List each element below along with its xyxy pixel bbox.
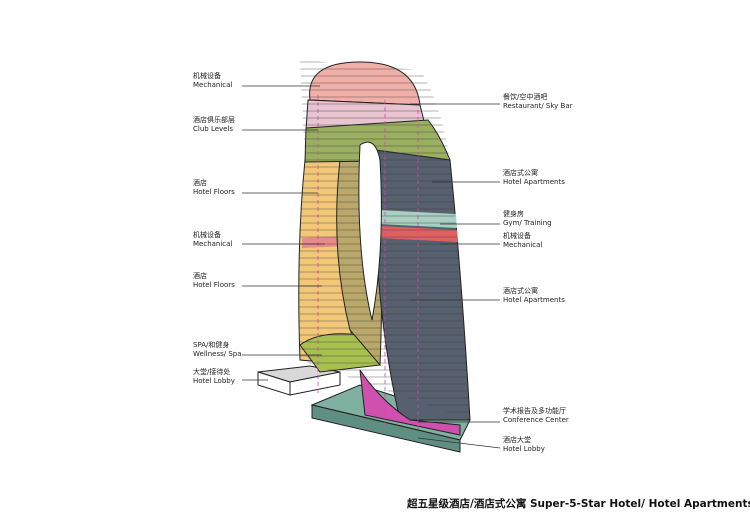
label-cn: 机械设备	[193, 72, 221, 80]
diagram-title: 超五星级酒店/酒店式公寓 Super-5-Star Hotel/ Hotel A…	[407, 498, 750, 510]
label-cn: 机械设备	[193, 231, 221, 239]
label-cn: 学术报告及多功能厅	[503, 407, 566, 415]
label-en: Conference Center	[503, 416, 569, 424]
leader-lines	[242, 85, 501, 449]
label-en: Mechanical	[503, 241, 543, 249]
label-en: Mechanical	[193, 81, 233, 89]
label-cn: SPA/和健身	[193, 341, 230, 349]
label-en: Wellness/ Spa	[193, 350, 242, 358]
label-en: Restaurant/ Sky Bar	[503, 102, 573, 110]
lobby-slab-front	[289, 371, 341, 396]
label-cn: 机械设备	[503, 232, 531, 240]
label-cn: 酒店	[193, 272, 207, 280]
label-en: Mechanical	[193, 240, 233, 248]
label-en: Club Levels	[193, 125, 234, 133]
label-cn: 酒店式公寓	[503, 287, 538, 295]
label-cn: 酒店大堂	[503, 436, 531, 444]
label-cn: 酒店式公寓	[503, 169, 538, 177]
base-slab-front	[311, 404, 461, 453]
label-cn: 餐饮/空中酒吧	[503, 93, 548, 101]
label-en: Hotel Lobby	[193, 377, 235, 385]
label-en: Gym/ Training	[503, 219, 552, 227]
label-en: Hotel Apartments	[503, 178, 565, 186]
central-void	[358, 141, 382, 321]
label-cn: 大堂/接待处	[193, 368, 231, 376]
label-cn: 酒店	[193, 179, 207, 187]
label-en: Hotel Lobby	[503, 445, 545, 453]
label-en: Hotel Apartments	[503, 296, 565, 304]
label-en: Hotel Floors	[193, 281, 235, 289]
label-en: Hotel Floors	[193, 188, 235, 196]
label-cn: 健身房	[503, 210, 524, 218]
label-cn: 酒店俱乐部层	[193, 116, 235, 124]
floor-lines	[298, 60, 470, 420]
